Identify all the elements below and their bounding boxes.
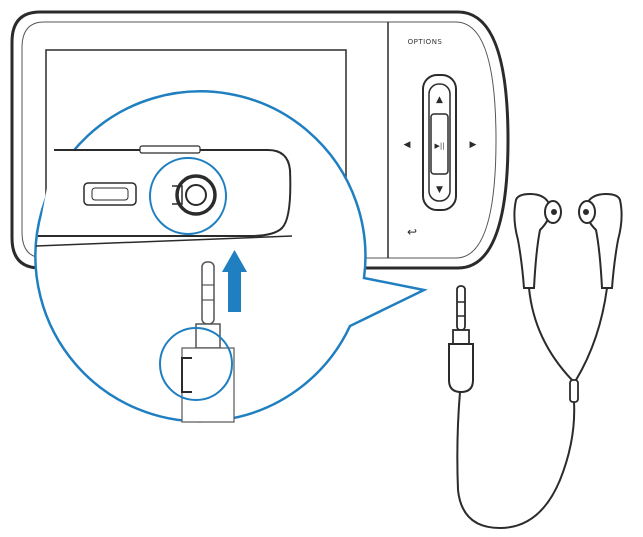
up-arrow-icon bbox=[222, 250, 247, 312]
down-arrow-icon[interactable]: ▼ bbox=[436, 185, 443, 195]
plug-connector-tip bbox=[456, 285, 466, 331]
jack-highlight-circle bbox=[149, 157, 227, 235]
navigation-pad[interactable]: ▲ ▼ ▶|| bbox=[422, 74, 457, 211]
plug-tip bbox=[201, 261, 215, 325]
left-earbud-cable bbox=[528, 287, 573, 381]
play-pause-icon[interactable]: ▶|| bbox=[434, 142, 444, 150]
plug-body-bracket bbox=[181, 357, 192, 393]
zoomed-device-edge bbox=[38, 149, 292, 237]
device-inner-outline bbox=[21, 21, 497, 259]
right-earbud-cable bbox=[575, 287, 608, 381]
back-icon[interactable]: ↩ bbox=[407, 225, 417, 239]
zoomed-side-slot-inner bbox=[91, 187, 129, 201]
left-earbud bbox=[513, 192, 562, 289]
left-arrow-icon[interactable]: ◀ bbox=[404, 140, 411, 150]
cable-splitter bbox=[569, 379, 579, 403]
right-earbud bbox=[578, 192, 623, 289]
left-ear-tip-hole bbox=[551, 209, 557, 215]
headphone-jack-inner bbox=[185, 184, 207, 206]
zoomed-top-button bbox=[139, 145, 201, 154]
left-earbud-housing bbox=[513, 192, 552, 289]
plug-highlight-circle bbox=[159, 327, 233, 401]
right-arrow-icon[interactable]: ▶ bbox=[470, 140, 477, 150]
options-label: OPTIONS bbox=[407, 38, 443, 46]
insert-arrow-shaft bbox=[228, 270, 241, 312]
main-cable bbox=[456, 391, 576, 530]
jack-socket-detail bbox=[172, 185, 183, 205]
plug-grip bbox=[448, 343, 474, 394]
right-ear-tip-hole bbox=[583, 209, 589, 215]
insert-arrow-head bbox=[222, 250, 247, 272]
zoom-callout bbox=[34, 90, 428, 423]
headphone-plug bbox=[448, 285, 474, 394]
earphones bbox=[448, 192, 623, 530]
zoomed-device-bottom bbox=[35, 235, 293, 247]
up-arrow-icon[interactable]: ▲ bbox=[436, 95, 443, 105]
play-pause-button[interactable] bbox=[430, 113, 449, 175]
plug-collar bbox=[452, 329, 470, 345]
